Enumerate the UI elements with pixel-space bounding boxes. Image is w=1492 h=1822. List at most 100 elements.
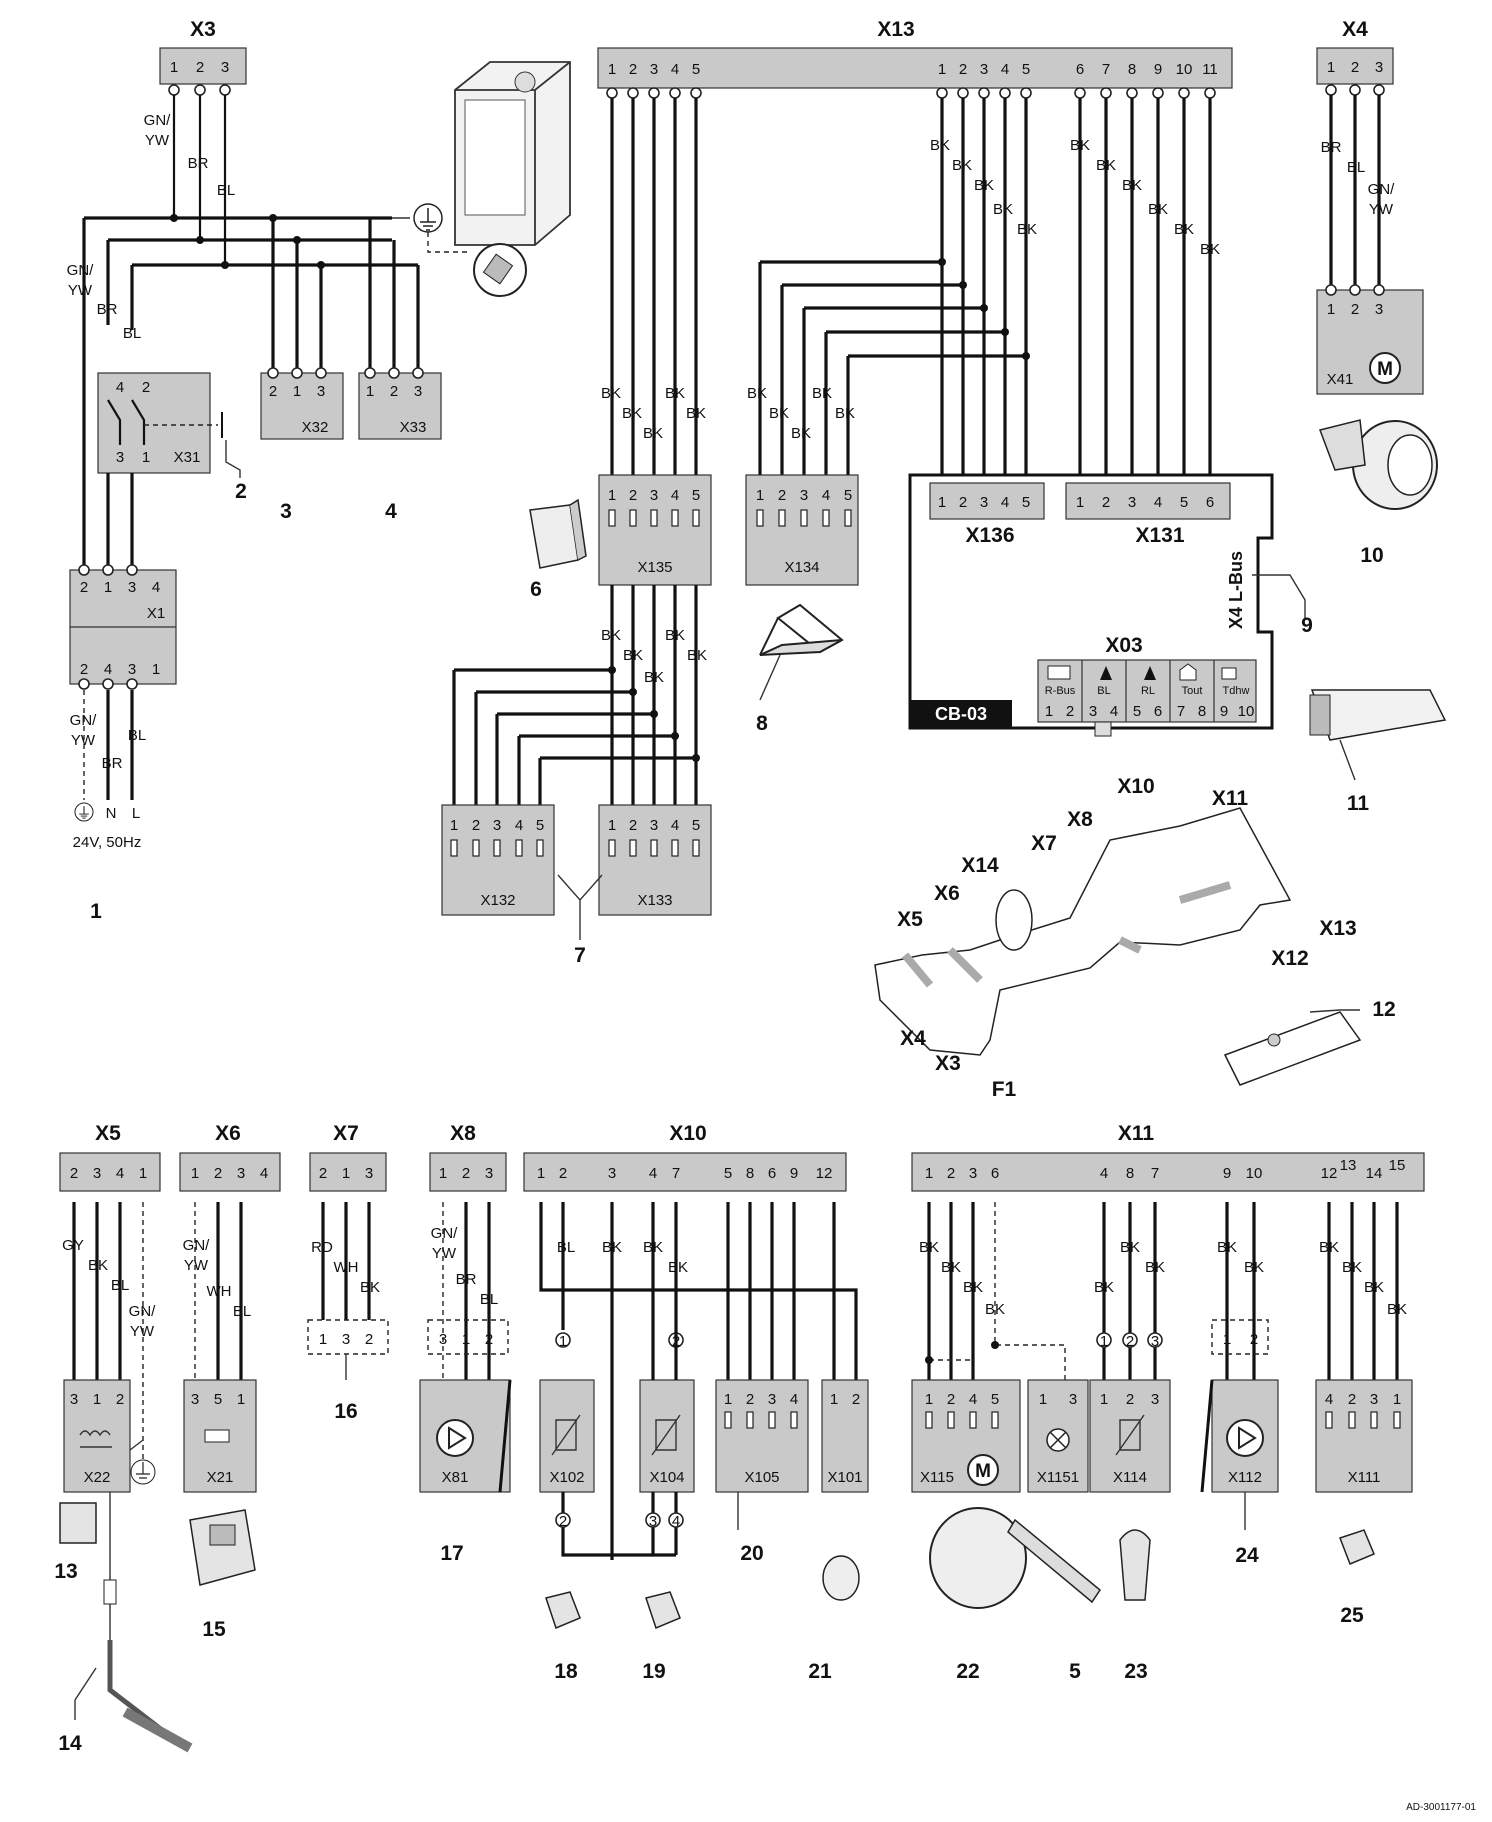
svg-text:2: 2 — [80, 661, 88, 678]
svg-text:M: M — [1377, 359, 1393, 380]
svg-text:4: 4 — [672, 1513, 680, 1530]
svg-text:3: 3 — [485, 1165, 493, 1182]
svg-text:R-Bus: R-Bus — [1045, 685, 1076, 697]
svg-text:1: 1 — [938, 494, 946, 511]
svg-text:1: 1 — [462, 1331, 470, 1348]
connector-x13: X13 1 2 3 4 5 1 2 3 4 5 6 7 8 9 10 11 — [597, 18, 1233, 99]
svg-text:X12: X12 — [1271, 947, 1308, 970]
svg-text:BK: BK — [1200, 241, 1220, 258]
svg-text:BK: BK — [665, 385, 685, 402]
x13-x135-wires: BK BK BK BK BK — [601, 98, 706, 475]
svg-text:1: 1 — [152, 661, 160, 678]
svg-text:RL: RL — [1141, 685, 1155, 697]
svg-text:2: 2 — [959, 494, 967, 511]
svg-text:22: 22 — [956, 1660, 979, 1683]
svg-text:19: 19 — [642, 1660, 665, 1683]
svg-text:12: 12 — [1372, 998, 1395, 1021]
svg-text:1: 1 — [756, 487, 764, 504]
svg-text:4: 4 — [1001, 61, 1009, 78]
svg-text:2: 2 — [1102, 494, 1110, 511]
svg-text:5: 5 — [1022, 494, 1030, 511]
svg-text:2: 2 — [1348, 1391, 1356, 1408]
x3-wires: GN/ YW BR BL GN/ YW BR BL — [67, 95, 420, 570]
svg-text:2: 2 — [269, 383, 277, 400]
svg-text:2: 2 — [947, 1165, 955, 1182]
svg-text:BR: BR — [188, 155, 209, 172]
svg-text:X3: X3 — [935, 1052, 961, 1075]
svg-text:2: 2 — [1250, 1331, 1258, 1348]
svg-text:1: 1 — [366, 383, 374, 400]
svg-text:X6: X6 — [215, 1122, 241, 1145]
x13-pin — [648, 87, 660, 99]
svg-text:BL: BL — [128, 727, 146, 744]
svg-text:2: 2 — [559, 1513, 567, 1530]
x135-x132-x133-wires: BK BK BK BK BK — [452, 585, 707, 805]
svg-text:4: 4 — [671, 61, 679, 78]
svg-text:BK: BK — [1122, 177, 1142, 194]
svg-text:3: 3 — [93, 1165, 101, 1182]
svg-text:BK: BK — [622, 405, 642, 422]
svg-text:1: 1 — [1039, 1391, 1047, 1408]
svg-text:BR: BR — [1321, 139, 1342, 156]
svg-text:8: 8 — [1128, 61, 1136, 78]
connector-slot — [844, 509, 852, 527]
x13-pin — [690, 87, 702, 99]
svg-text:5: 5 — [692, 817, 700, 834]
svg-text:2: 2 — [485, 1331, 493, 1348]
svg-text:BK: BK — [1364, 1279, 1384, 1296]
svg-text:YW: YW — [145, 132, 170, 149]
connector-x134: 1 2 3 4 5 X134 — [745, 474, 859, 586]
svg-text:X31: X31 — [174, 449, 201, 466]
svg-text:3: 3 — [128, 579, 136, 596]
connector-x11: X11 1 2 3 6 4 8 7 9 10 12 13 14 15 BK BK… — [911, 1122, 1425, 1530]
svg-text:BK: BK — [835, 405, 855, 422]
svg-text:1: 1 — [93, 1391, 101, 1408]
svg-text:1: 1 — [1327, 59, 1335, 76]
svg-text:BK: BK — [974, 177, 994, 194]
connector-x10: X10 1 2 3 4 7 5 8 6 9 12 BL BK BK BK 1 X… — [523, 1122, 869, 1560]
connector-x3: X3 1 2 3 — [159, 18, 247, 96]
svg-text:3: 3 — [493, 817, 501, 834]
svg-text:GN/: GN/ — [431, 1225, 459, 1242]
svg-text:1: 1 — [1327, 301, 1335, 318]
svg-text:1: 1 — [1100, 1333, 1108, 1350]
svg-text:9: 9 — [790, 1165, 798, 1182]
svg-text:BK: BK — [644, 669, 664, 686]
svg-text:BK: BK — [1145, 1259, 1165, 1276]
svg-text:4: 4 — [515, 817, 523, 834]
svg-text:5: 5 — [1180, 494, 1188, 511]
svg-text:3: 3 — [342, 1331, 350, 1348]
svg-text:3: 3 — [650, 817, 658, 834]
svg-text:7: 7 — [672, 1165, 680, 1182]
svg-text:4: 4 — [1154, 494, 1162, 511]
svg-text:X101: X101 — [827, 1469, 862, 1486]
svg-text:1: 1 — [342, 1165, 350, 1182]
connector-slot — [800, 509, 808, 527]
pcb-small-icon — [1223, 1009, 1362, 1086]
svg-text:4: 4 — [649, 1165, 657, 1182]
svg-text:21: 21 — [808, 1660, 832, 1683]
svg-text:BK: BK — [643, 1239, 663, 1256]
svg-text:M: M — [975, 1461, 991, 1482]
x13-pin — [1204, 87, 1216, 99]
svg-text:BL: BL — [123, 325, 141, 342]
svg-text:GN/: GN/ — [70, 712, 98, 729]
svg-text:WH: WH — [207, 1283, 232, 1300]
svg-text:2: 2 — [629, 61, 637, 78]
svg-text:BK: BK — [769, 405, 789, 422]
svg-text:5: 5 — [844, 487, 852, 504]
svg-text:N: N — [106, 805, 117, 822]
boiler-casing-icon — [454, 61, 571, 297]
svg-text:BK: BK — [1120, 1239, 1140, 1256]
svg-text:6: 6 — [768, 1165, 776, 1182]
svg-text:X102: X102 — [549, 1469, 584, 1486]
svg-text:3: 3 — [1089, 703, 1097, 720]
svg-text:10: 10 — [1176, 61, 1193, 78]
svg-text:5: 5 — [1133, 703, 1141, 720]
svg-text:6: 6 — [1154, 703, 1162, 720]
x13-pin — [627, 87, 639, 99]
svg-text:2: 2 — [746, 1391, 754, 1408]
svg-text:Tout: Tout — [1182, 685, 1203, 697]
svg-text:5: 5 — [692, 487, 700, 504]
